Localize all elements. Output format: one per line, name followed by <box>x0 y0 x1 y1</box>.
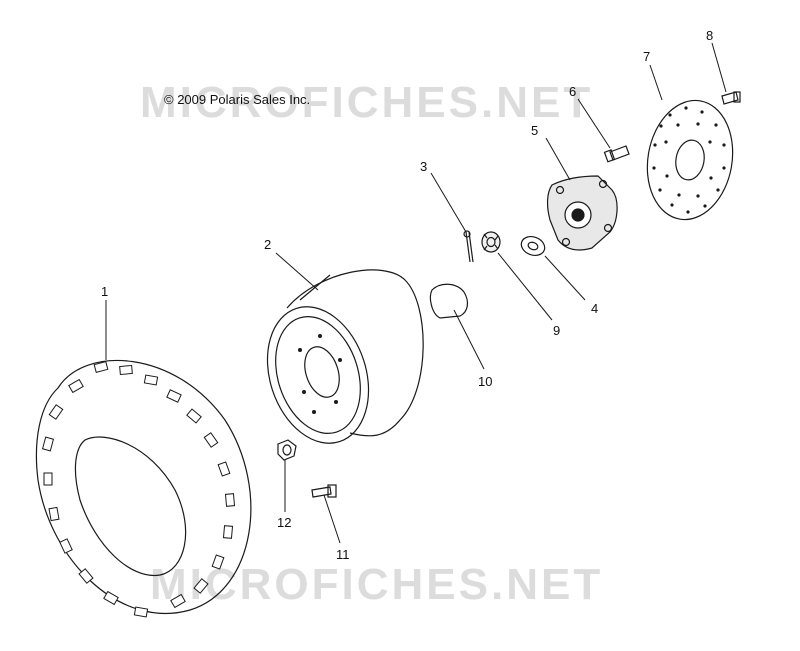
lug-nut-part <box>277 439 297 461</box>
watermark-bottom: MICROFICHES.NET <box>150 560 604 609</box>
callout-5: 5 <box>531 123 539 138</box>
cotter-pin-part <box>463 230 474 263</box>
washer-part <box>520 235 546 257</box>
callout-6: 6 <box>569 84 577 99</box>
callout-7: 7 <box>643 49 651 64</box>
hub-cap-part <box>429 283 469 319</box>
callout-11: 11 <box>336 547 350 562</box>
callout-10: 10 <box>478 374 493 389</box>
watermark-top: MICROFICHES.NET <box>140 78 594 127</box>
leader-3 <box>430 172 467 233</box>
leader-11 <box>323 494 341 544</box>
castle-nut-part <box>481 231 501 253</box>
leader-2 <box>275 252 319 291</box>
rim-part <box>266 269 424 444</box>
callout-1: 1 <box>101 284 109 299</box>
leader-lines <box>105 42 727 544</box>
leader-9 <box>497 252 553 321</box>
leader-8 <box>711 42 727 93</box>
wheel-stud-part <box>311 484 337 498</box>
leader-7 <box>649 64 663 101</box>
bolt-part-6 <box>603 145 630 163</box>
leader-10 <box>453 309 485 370</box>
copyright-text: © 2009 Polaris Sales Inc. <box>164 92 311 107</box>
bolt-part-8 <box>721 91 741 105</box>
tire-part <box>35 359 252 618</box>
callout-2: 2 <box>264 237 272 252</box>
callout-8: 8 <box>706 28 714 43</box>
leader-4 <box>544 255 586 301</box>
callout-12: 12 <box>277 515 292 530</box>
callout-3: 3 <box>420 159 428 174</box>
callout-4: 4 <box>591 301 599 316</box>
hub-part <box>546 175 618 251</box>
leader-6 <box>577 98 611 149</box>
callout-9: 9 <box>553 323 561 338</box>
brake-disc-part <box>646 99 734 221</box>
leader-5 <box>545 137 571 181</box>
